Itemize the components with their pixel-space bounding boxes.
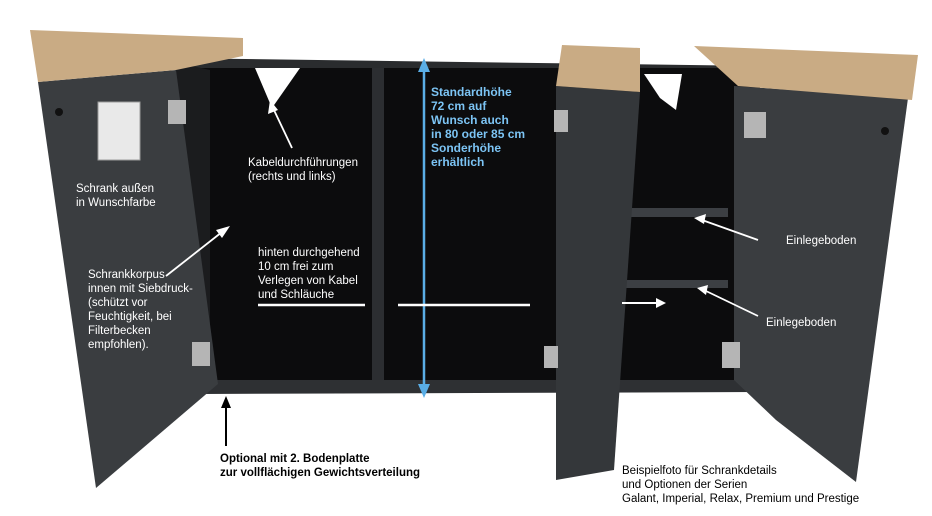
- shelf-upper: [628, 208, 728, 217]
- left-door: [38, 70, 218, 488]
- schrankkorpus-label: Schrankkorpus innen mit Siebdruck- (schü…: [88, 269, 193, 351]
- depth-arrow-head: [656, 298, 666, 308]
- einlegeboden-2-arrow-line: [705, 290, 759, 317]
- hinge-bottom-left: [192, 342, 210, 366]
- beispielfoto-caption: Beispielfoto für Schrankdetails und Opti…: [622, 465, 860, 505]
- shelf-lower: [622, 280, 728, 288]
- einlegeboden-2-arrow-head: [697, 285, 708, 295]
- center-right-door-wood-top: [556, 45, 640, 92]
- center-right-door: [556, 86, 640, 480]
- right-door-wood-top: [694, 46, 918, 100]
- schrank-aussen-label: Schrank außen in Wunschfarbe: [76, 183, 156, 209]
- hinge-top-right: [744, 112, 766, 138]
- bottom-plate: [200, 380, 760, 394]
- cable-cutout-right: [644, 74, 682, 110]
- einlegeboden-1-arrow-head: [694, 214, 706, 224]
- einlegeboden-2-label: Einlegeboden: [766, 317, 837, 329]
- hinge-top-left: [168, 100, 186, 124]
- optional-arrow-head: [221, 396, 231, 408]
- korpus-arrow-head: [216, 226, 230, 238]
- door-knob-right: [881, 127, 889, 135]
- hinge-top-center: [554, 110, 568, 132]
- hinten-label: hinten durchgehend 10 cm frei zum Verleg…: [258, 247, 360, 301]
- height-arrow-top: [418, 58, 430, 72]
- door-sticker: [97, 101, 141, 161]
- cabinet-interior: [190, 68, 760, 390]
- kabel-arrow-head: [268, 100, 278, 114]
- kabel-label: Kabeldurchführungen (rechts und links): [248, 157, 358, 183]
- door-knob-left: [55, 108, 63, 116]
- hinge-bottom-right: [722, 342, 740, 368]
- einlegeboden-1-arrow-line: [701, 219, 759, 241]
- height-arrow-bottom: [418, 384, 430, 398]
- standardhoehe-label: Standardhöhe 72 cm auf Wunsch auch in 80…: [431, 85, 526, 169]
- left-door-wood-top: [30, 30, 243, 82]
- einlegeboden-1-label: Einlegeboden: [786, 235, 857, 247]
- korpus-arrow-line: [165, 231, 223, 277]
- kabel-arrow-line: [272, 107, 293, 149]
- center-divider: [372, 68, 384, 380]
- cable-cutout-left: [255, 68, 300, 108]
- hinge-bottom-center: [544, 346, 558, 368]
- right-door: [734, 86, 908, 482]
- optional-label: Optional mit 2. Bodenplatte zur vollfläc…: [220, 453, 421, 479]
